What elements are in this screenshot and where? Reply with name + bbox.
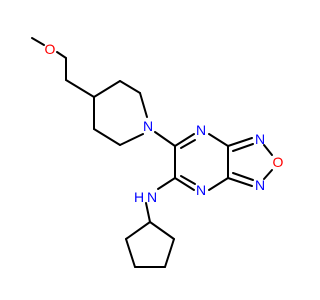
bond-oxa-c3a-n xyxy=(227,137,253,147)
bond-pip-c2b-c3b xyxy=(93,128,121,146)
bond-pyr-c6-n xyxy=(174,133,195,147)
atom-oxadiazole-oxygen: O xyxy=(273,154,284,170)
bond-pyr-n-c5 xyxy=(174,177,195,191)
bond-c5-nh xyxy=(157,177,176,190)
bond-oxa-o-n xyxy=(263,169,273,180)
bond-pyr-c6-n-inner xyxy=(180,139,196,149)
atom-pyrazine-nitrogen-bottom: N xyxy=(196,182,206,198)
bond-cp-2 xyxy=(164,238,175,268)
bond-oxa-n-c7a-double xyxy=(232,172,254,181)
molecule-canvas: O N N N N O N N H xyxy=(31,37,284,268)
bond-nh-cp xyxy=(145,202,151,223)
bond-ch2-c4 xyxy=(65,79,95,98)
atom-pyrazine-nitrogen-top: N xyxy=(196,122,206,138)
bond-pyr-n-c3a xyxy=(208,133,229,147)
atom-labels: O N N N N O N N H xyxy=(45,41,284,205)
bond-cp-1 xyxy=(149,221,175,240)
bond-methyl-o xyxy=(31,37,45,46)
atom-amine-hydrogen: H xyxy=(134,189,144,205)
atom-amine-nitrogen: N xyxy=(147,189,157,205)
bond-pip-c4-c3a xyxy=(93,80,121,98)
bond-pip-c3a-c2a xyxy=(119,80,141,94)
atom-piperidine-nitrogen: N xyxy=(143,118,153,134)
bond-cp-5 xyxy=(125,221,151,240)
bond-pip-c2a-n xyxy=(139,92,148,118)
bonds xyxy=(31,37,273,268)
structure-diagram: O N N N N O N N H xyxy=(31,37,284,268)
atom-ether-oxygen: O xyxy=(45,41,56,57)
atom-oxadiazole-nitrogen-bottom: N xyxy=(255,177,265,193)
bond-pyr-n-c5-inner xyxy=(180,175,196,185)
bond-n-c6 xyxy=(154,131,176,147)
bond-oxa-n-c7a xyxy=(227,177,253,187)
bond-o-ch2 xyxy=(56,51,67,59)
bond-cp-4 xyxy=(125,238,136,268)
atom-oxadiazole-nitrogen-top: N xyxy=(255,131,265,147)
bond-oxa-n-o xyxy=(263,144,273,156)
bond-pyr-c7a-n xyxy=(208,177,229,191)
bond-pip-n-c2b xyxy=(119,133,144,146)
bond-oxa-c3a-n-double xyxy=(232,143,254,152)
